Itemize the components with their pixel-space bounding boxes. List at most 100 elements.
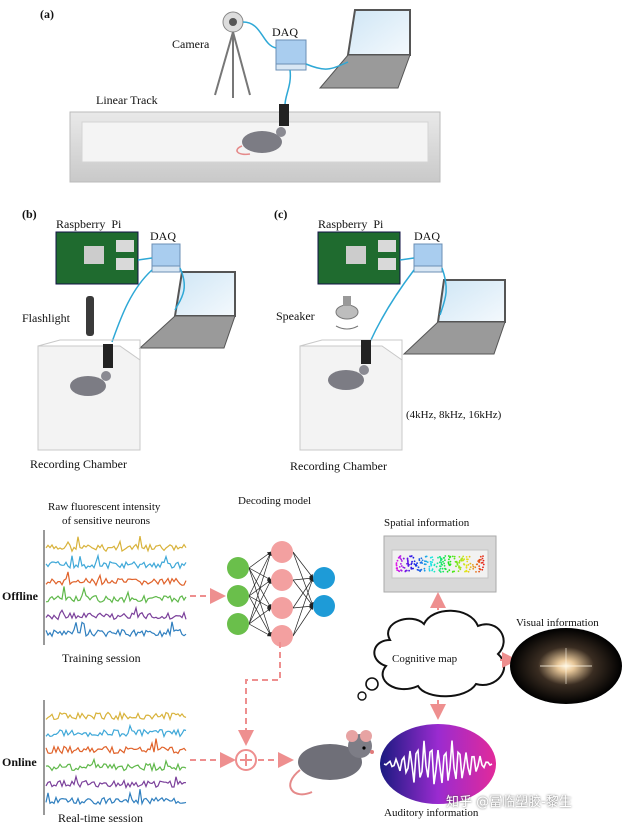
- spatial-activity-dot: [444, 567, 446, 570]
- spatial-activity-dot: [453, 570, 456, 573]
- network-edge: [248, 551, 272, 625]
- decoding-model-title: Decoding model: [238, 495, 312, 507]
- spatial-activity-dot: [400, 558, 403, 561]
- input-node: [227, 613, 249, 635]
- spatial-activity-dot: [410, 562, 413, 565]
- spatial-activity-dot: [402, 566, 405, 569]
- spatial-activity-dot: [440, 559, 442, 562]
- spatial-activity-dot: [459, 568, 462, 571]
- spatial-activity-dot: [481, 557, 484, 560]
- spatial-activity-dot: [458, 566, 460, 569]
- spatial-activity-dot: [400, 569, 403, 572]
- spatial-activity-dot: [424, 560, 426, 563]
- spatial-activity-dot: [441, 563, 444, 566]
- online-trace-group: [45, 710, 187, 806]
- spatial-activity-dot: [472, 565, 475, 568]
- network-edge: [292, 577, 314, 609]
- online-label: Online: [2, 755, 37, 769]
- spatial-activity-dot: [442, 570, 445, 573]
- spatial-activity-dot: [458, 556, 461, 558]
- visual-information-label: Visual information: [516, 617, 599, 629]
- spatial-activity-dot: [440, 562, 443, 564]
- raspberry-pi-board-icon: [317, 231, 401, 285]
- spatial-activity-dot: [443, 562, 445, 565]
- offline-trace-group: [45, 535, 187, 638]
- network-edge: [248, 607, 272, 625]
- spatial-activity-dot: [407, 560, 409, 563]
- network-edge: [292, 551, 314, 579]
- hidden-node: [271, 541, 293, 563]
- flashlight-icon: [86, 296, 94, 336]
- spatial-activity-dot: [397, 569, 400, 572]
- spatial-activity-dot: [448, 569, 451, 572]
- spatial-activity-dot: [442, 560, 444, 563]
- input-node: [227, 557, 249, 579]
- spatial-activity-dot: [479, 555, 482, 558]
- spatial-activity-dot: [466, 558, 468, 561]
- fluorescence-trace: [45, 789, 187, 806]
- raspberry-pi-label: Raspberry Pi: [56, 217, 122, 231]
- hidden-node: [271, 597, 293, 619]
- spatial-activity-dot: [438, 556, 441, 558]
- spatial-activity-dot: [423, 567, 426, 570]
- raspberry-pi-board-icon: [55, 231, 139, 285]
- spatial-activity-dot: [439, 565, 441, 567]
- spatial-activity-dot: [466, 560, 469, 563]
- spatial-information-illustration: [383, 535, 497, 593]
- spatial-activity-dot: [469, 566, 472, 568]
- fluorescence-trace: [45, 621, 187, 638]
- spatial-activity-dot: [411, 560, 413, 563]
- fluorescence-trace: [45, 757, 187, 773]
- offline-label: Offline: [2, 589, 38, 603]
- hidden-node: [271, 625, 293, 647]
- fluorescence-trace: [45, 571, 187, 587]
- spatial-activity-dot: [431, 569, 433, 572]
- daq-label: DAQ: [414, 229, 440, 243]
- recording-chamber-label: Recording Chamber: [30, 457, 127, 471]
- spatial-activity-dot: [464, 570, 466, 573]
- laptop-icon: [138, 271, 236, 349]
- linear-track-illustration: [69, 111, 441, 183]
- fluorescence-trace: [45, 710, 187, 722]
- panel-a-tag: (a): [40, 7, 54, 21]
- speaker-label: Speaker: [276, 309, 315, 323]
- hidden-node: [271, 569, 293, 591]
- spatial-activity-dot: [474, 566, 477, 569]
- spatial-activity-dot: [397, 556, 400, 559]
- spatial-activity-dot: [477, 559, 480, 562]
- spatial-activity-dot: [424, 555, 427, 558]
- fluorescence-trace: [45, 535, 187, 553]
- fluorescence-trace: [45, 774, 187, 790]
- spatial-activity-dot: [433, 570, 436, 573]
- panel-a-setup: [69, 9, 441, 183]
- spatial-activity-dot: [402, 557, 405, 560]
- laptop-icon: [318, 9, 411, 89]
- daq-box-icon: [275, 39, 307, 71]
- spatial-activity-dot: [399, 557, 402, 559]
- raspberry-pi-label: Raspberry Pi: [318, 217, 384, 231]
- spatial-activity-dot: [418, 569, 420, 572]
- fluorescence-trace: [45, 586, 187, 604]
- network-edge: [292, 605, 314, 637]
- spatial-activity-dot: [420, 561, 423, 564]
- spatial-activity-dot: [478, 565, 481, 567]
- recording-chamber-label: Recording Chamber: [290, 459, 387, 473]
- output-node: [313, 567, 335, 589]
- spatial-activity-dot: [465, 564, 468, 567]
- spatial-activity-dot: [416, 568, 419, 571]
- spatial-activity-dot: [407, 565, 410, 567]
- spatial-activity-dot: [467, 563, 470, 566]
- spatial-activity-dot: [395, 564, 398, 567]
- spatial-activity-dot: [412, 567, 414, 570]
- spatial-activity-dot: [479, 568, 481, 571]
- spatial-activity-dot: [423, 569, 426, 572]
- spatial-activity-dot: [446, 570, 449, 573]
- spatial-activity-dot: [431, 561, 433, 564]
- spatial-activity-dot: [481, 561, 484, 564]
- spatial-activity-dot: [436, 562, 439, 565]
- spatial-activity-dot: [449, 555, 452, 558]
- spatial-activity-dot: [460, 558, 462, 561]
- watermark: 知乎 @冨临塑胶-黎生: [446, 795, 572, 810]
- spatial-activity-dot: [448, 558, 450, 561]
- spatial-activity-dot: [456, 563, 459, 566]
